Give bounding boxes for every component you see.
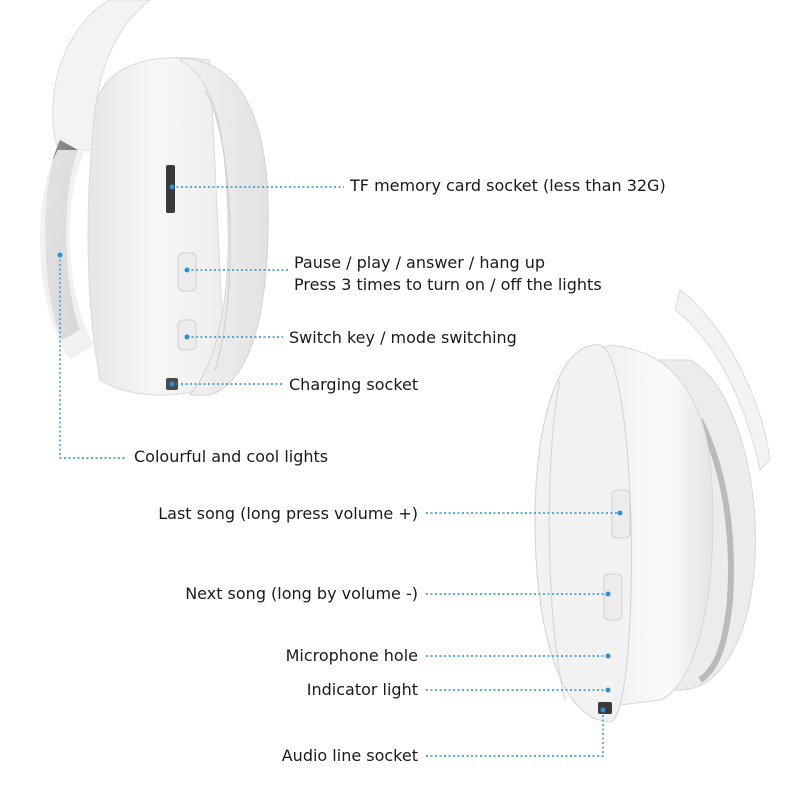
marker-last-song <box>617 510 623 516</box>
marker-tf-socket <box>169 184 175 190</box>
marker-indicator <box>605 687 611 693</box>
marker-switch-key <box>184 334 190 340</box>
label-tf-socket: TF memory card socket (less than 32G) <box>350 176 666 195</box>
right-earcup <box>534 344 757 723</box>
marker-microphone <box>605 653 611 659</box>
label-indicator: Indicator light <box>306 680 418 699</box>
label-microphone: Microphone hole <box>285 646 418 665</box>
label-switch-key: Switch key / mode switching <box>289 328 517 347</box>
leader-lines <box>57 184 623 757</box>
leader-audio-socket <box>426 710 604 757</box>
marker-audio-socket <box>600 707 606 713</box>
label-lights: Colourful and cool lights <box>134 447 329 466</box>
left-light-ring <box>39 140 95 360</box>
label-audio-socket: Audio line socket <box>281 746 418 765</box>
marker-charging-socket <box>169 381 175 387</box>
label-last-song: Last song (long press volume +) <box>158 504 418 523</box>
label-charging-socket: Charging socket <box>289 375 419 394</box>
marker-lights <box>57 252 63 258</box>
leader-lights <box>59 255 127 459</box>
left-earcup <box>87 57 269 396</box>
marker-next-song <box>605 591 611 597</box>
right-headband <box>674 289 771 472</box>
label-pause-play-line2: Press 3 times to turn on / off the light… <box>294 275 602 294</box>
label-pause-play-line1: Pause / play / answer / hang up <box>294 253 546 272</box>
marker-pause-play <box>184 267 190 273</box>
label-next-song: Next song (long by volume -) <box>185 584 418 603</box>
